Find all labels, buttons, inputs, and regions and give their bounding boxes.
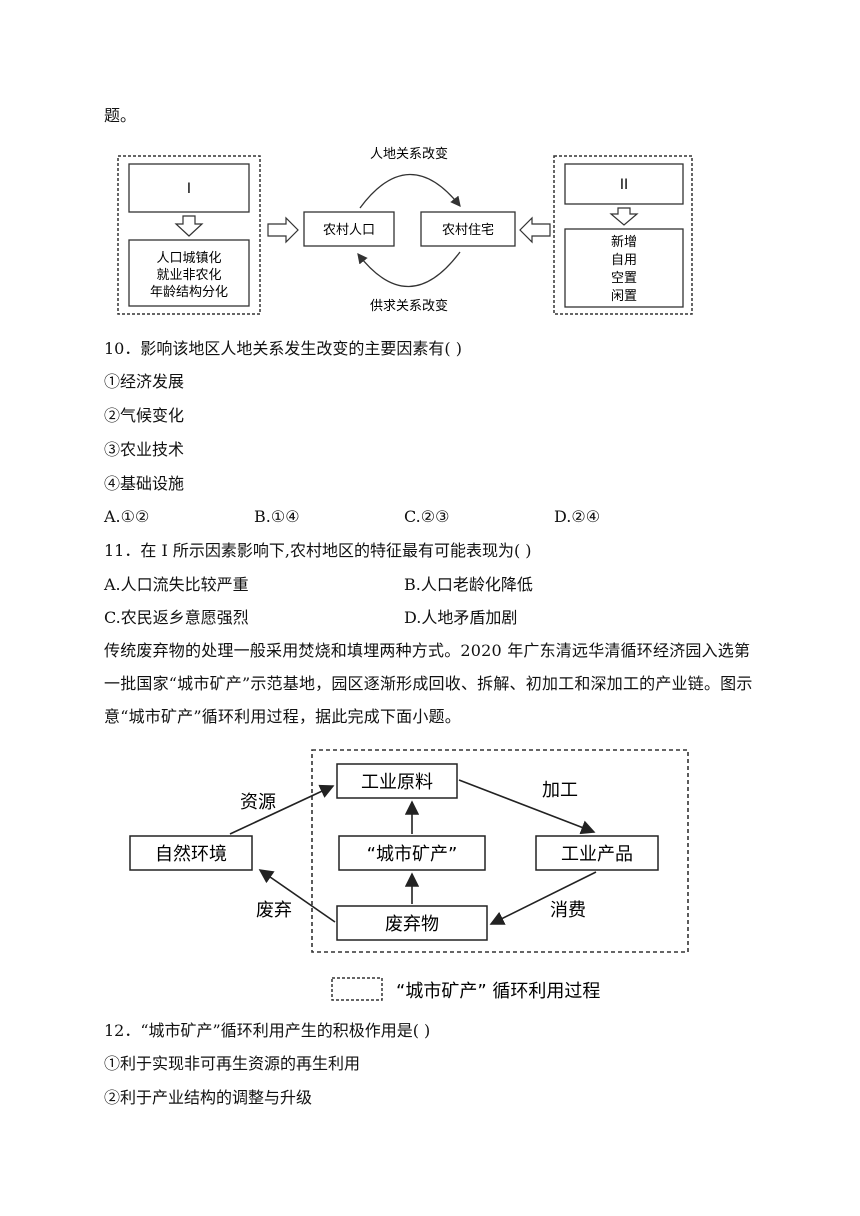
q11-option-b[interactable]: B.人口老龄化降低 (404, 575, 533, 594)
intro-tail: 题。 (104, 106, 137, 125)
natural-environment-box (129, 835, 253, 871)
factor-II-line-2: 自用 (611, 253, 637, 268)
urban-mineral-box (338, 835, 486, 871)
legend-label: “城市矿产” 循环利用过程 (396, 981, 600, 1002)
natural-environment-label: 自然环境 (155, 844, 227, 865)
cycle-boundary (311, 749, 689, 953)
q12-item-1: ①利于实现非可再生资源的再生利用 (104, 1054, 361, 1073)
arrow-raw-to-products (458, 779, 596, 835)
label-resources: 资源 (240, 792, 276, 813)
industrial-products-label: 工业产品 (561, 844, 633, 865)
q10-option-d[interactable]: D.②④ (554, 507, 601, 526)
arrow-env-to-raw (229, 784, 335, 835)
q10-option-b[interactable]: B.①④ (254, 507, 300, 526)
top-arrow-label: 人地关系改变 (370, 146, 448, 162)
industrial-products-box (535, 835, 659, 871)
q10-stem: 10．影响该地区人地关系发生改变的主要因素有( ) (104, 339, 462, 358)
industrial-raw-materials-box (336, 763, 458, 799)
arrow-products-to-waste (489, 871, 597, 925)
urban-mineral-cycle-diagram: 自然环境 工业原料 “城市矿产” 工业产品 废弃物 资源 加工 消费 废弃 “城… (129, 749, 689, 1002)
factor-I-line-3: 年龄结构分化 (150, 285, 228, 300)
label-discard: 废弃 (256, 900, 292, 921)
right-arrow-to-population (267, 216, 299, 244)
arrow-waste-to-env (258, 869, 336, 923)
factor-I-box (128, 163, 250, 213)
urban-mineral-label: “城市矿产” (367, 844, 458, 865)
bottom-curved-arrow (357, 251, 461, 288)
q11-option-c[interactable]: C.农民返乡意愿强烈 (104, 608, 249, 627)
q11-option-a[interactable]: A.人口流失比较严重 (104, 575, 249, 594)
q10-item-3: ③农业技术 (104, 440, 185, 459)
rural-housing-label: 农村住宅 (442, 223, 494, 238)
q10-option-c[interactable]: C.②③ (404, 507, 450, 526)
rural-population-box (303, 211, 395, 247)
industrial-raw-materials-label: 工业原料 (361, 772, 433, 793)
factor-group-II (553, 155, 693, 315)
factor-I-line-2: 就业非农化 (156, 268, 221, 283)
q11-option-d[interactable]: D.人地矛盾加剧 (404, 608, 518, 627)
factor-I-line-1: 人口城镇化 (156, 251, 221, 266)
factor-I-details-box (128, 239, 250, 307)
q10-item-1: ①经济发展 (104, 372, 185, 391)
factor-II-line-4: 闲置 (611, 289, 637, 304)
waste-box (336, 905, 488, 941)
factor-II-details-box (564, 228, 684, 308)
q10-option-a[interactable]: A.①② (104, 507, 150, 526)
passage: 传统废弃物的处理一般采用焚烧和填埋两种方式。2020 年广东清远华清循环经济园入… (104, 641, 753, 726)
label-process: 加工 (542, 780, 578, 801)
bottom-arrow-label: 供求关系改变 (370, 298, 448, 314)
q11-stem: 11．在 I 所示因素影响下,农村地区的特征最有可能表现为( ) (104, 541, 532, 560)
factor-II-title: II (620, 177, 628, 193)
factor-II-box (564, 163, 684, 205)
down-arrow-II (609, 207, 639, 226)
waste-label: 废弃物 (385, 914, 439, 935)
left-arrow-to-housing (519, 216, 551, 244)
q10-item-2: ②气候变化 (104, 406, 185, 425)
factor-II-line-3: 空置 (611, 271, 637, 286)
rural-population-label: 农村人口 (323, 223, 375, 238)
rural-relations-diagram: I 人口城镇化 就业非农化 年龄结构分化 农村人口 农村住宅 人地关系改变 供求… (117, 146, 693, 315)
factor-group-I (117, 155, 261, 315)
label-consume: 消费 (550, 900, 586, 921)
q12-stem: 12．“城市矿产”循环利用产生的积极作用是( ) (104, 1021, 431, 1040)
q10-item-4: ④基础设施 (104, 474, 185, 493)
top-curved-arrow (359, 173, 461, 209)
down-arrow-I (174, 215, 204, 237)
factor-I-title: I (187, 181, 191, 197)
legend-dashed-box (331, 977, 383, 1001)
rural-housing-box (420, 211, 516, 247)
q12-item-2: ②利于产业结构的调整与升级 (104, 1088, 313, 1107)
factor-II-line-1: 新增 (611, 234, 637, 250)
